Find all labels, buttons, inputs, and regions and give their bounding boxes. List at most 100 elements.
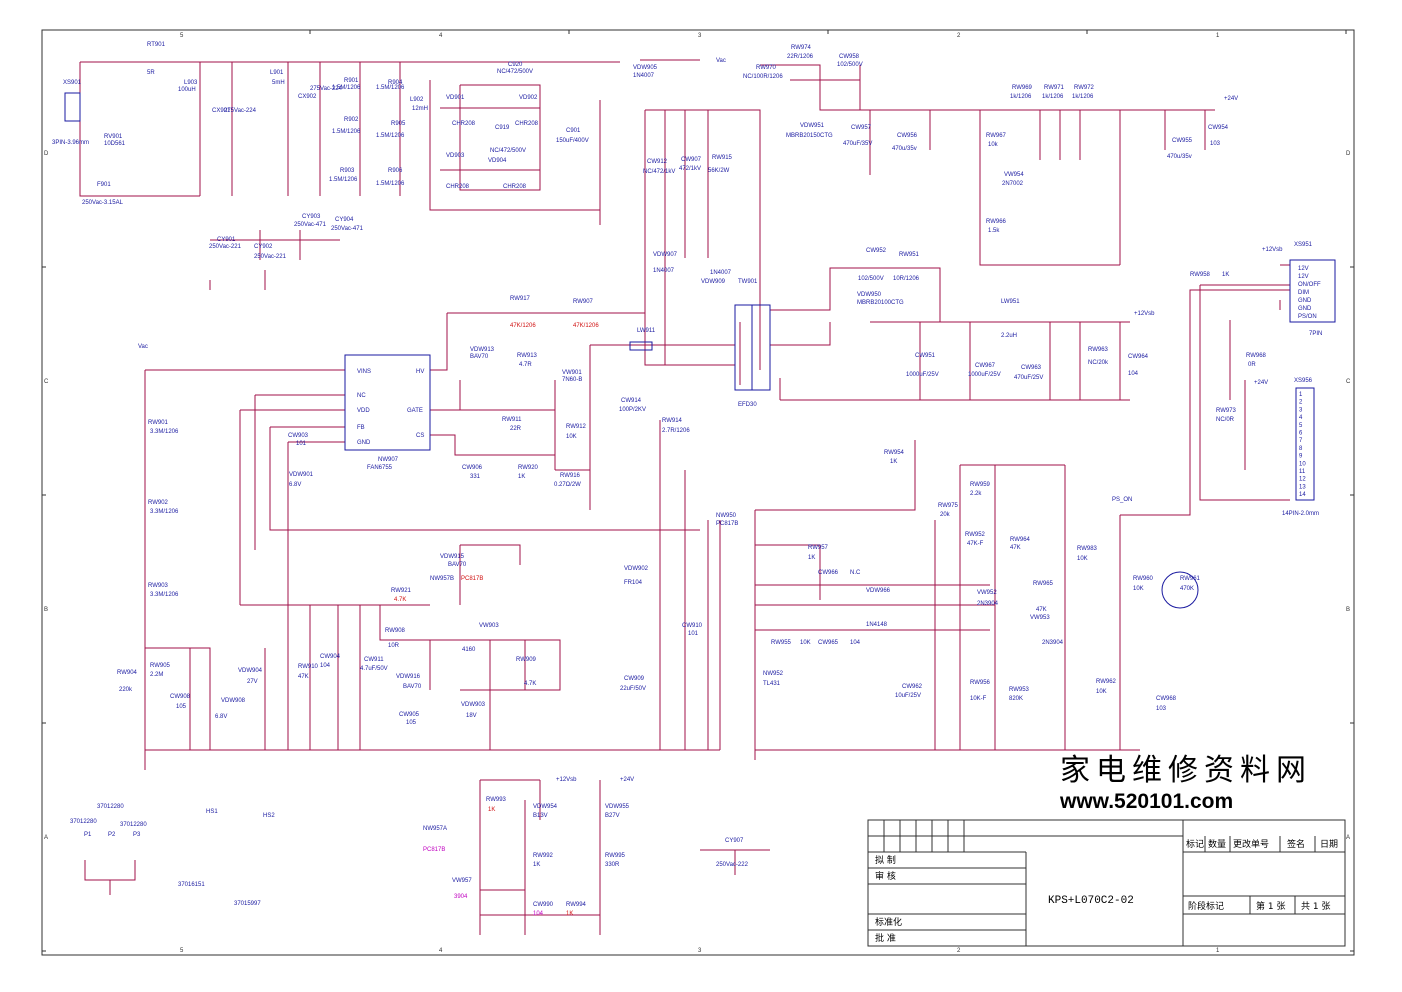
grid-col-bottom: 4 bbox=[439, 948, 443, 954]
label-vdw904v: 27V bbox=[247, 679, 258, 685]
grid-row-left: C bbox=[44, 379, 49, 385]
label-p2: P2 bbox=[108, 832, 116, 838]
label-rw970: RW970 bbox=[756, 65, 777, 71]
label-rw920v: 1K bbox=[518, 474, 525, 480]
label-xs956: XS956 bbox=[1294, 378, 1313, 384]
grid-col-top: 3 bbox=[698, 33, 702, 39]
label-rw958: RW958 bbox=[1190, 272, 1211, 278]
label-vdw901v: 6.8V bbox=[289, 482, 301, 488]
label-r902: R902 bbox=[344, 117, 359, 123]
label-cy903: CY903 bbox=[302, 214, 321, 220]
label-nw950: NW950 bbox=[716, 513, 737, 519]
grid-col-top: 4 bbox=[439, 33, 443, 39]
label-cw963v: 470uF/25V bbox=[1014, 375, 1043, 381]
label-rv901: RV901 bbox=[104, 134, 123, 140]
highlight-rw961 bbox=[1161, 571, 1199, 609]
nw907-pins: VINS NC VDD FB GND HV GATE CS bbox=[357, 369, 424, 446]
grid-col-bottom: 5 bbox=[180, 948, 184, 954]
label-vdw916: VDW916 bbox=[396, 674, 421, 680]
label-cw952v: 102/500V bbox=[858, 276, 884, 282]
label-cy904v: 250Vac-471 bbox=[331, 226, 364, 232]
label-hs1: HS1 bbox=[206, 809, 218, 815]
label-cw911v: 4.7uF/50V bbox=[360, 666, 388, 672]
grid-row-left: D bbox=[44, 151, 49, 157]
label-rw974v: 22R/1206 bbox=[787, 54, 814, 60]
label-hs1v: 37016151 bbox=[178, 882, 205, 888]
label-l901v: 5mH bbox=[272, 80, 285, 86]
label-rw912: RW912 bbox=[566, 424, 587, 430]
label-rw995: RW995 bbox=[605, 853, 626, 859]
xs951-pin-7: PS/ON bbox=[1298, 314, 1317, 320]
xs956-pin-3: 3 bbox=[1299, 407, 1303, 413]
label-cw912: CW912 bbox=[647, 159, 668, 165]
label-cw906: CW906 bbox=[462, 465, 483, 471]
label-rw965: RW965 bbox=[1033, 581, 1054, 587]
watermark-cn: 家电维修资料网 bbox=[1060, 753, 1312, 788]
label-rw973: RW973 bbox=[1216, 408, 1237, 414]
label-cw951v: 1000uF/25V bbox=[906, 372, 939, 378]
label-vdw905: VDW905 bbox=[633, 65, 658, 71]
label-rw966: RW966 bbox=[986, 219, 1007, 225]
label-rw963: RW963 bbox=[1088, 347, 1109, 353]
label-rw901v: 3.3M/1206 bbox=[150, 429, 179, 435]
label-cy903v: 250Vac-471 bbox=[294, 222, 327, 228]
label-xs951d: 7PIN bbox=[1309, 331, 1322, 337]
label-p0b: 37012280 bbox=[70, 819, 97, 825]
label-v12b: +12Vsb bbox=[1262, 247, 1283, 253]
label-vdw913: VDW913 bbox=[470, 347, 495, 353]
label-cy907v: 250Vac-222 bbox=[716, 862, 749, 868]
label-rv901v: 10D561 bbox=[104, 141, 126, 147]
label-rw915: RW915 bbox=[712, 155, 733, 161]
label-xs901: XS901 bbox=[63, 80, 82, 86]
label-vd901v: CHR208 bbox=[452, 121, 476, 127]
label-vdw955: VDW955 bbox=[605, 804, 630, 810]
tb-doc-number: KPS+L070C2-02 bbox=[1048, 895, 1134, 907]
label-cw962v: 10uF/25V bbox=[895, 693, 921, 699]
label-xs956d: 14PIN-2.0mm bbox=[1282, 511, 1319, 517]
label-cw908: CW908 bbox=[170, 694, 191, 700]
label-cw951: CW951 bbox=[915, 353, 936, 359]
label-cw957v: 470uF/35V bbox=[843, 141, 872, 147]
pin-vins: VINS bbox=[357, 369, 371, 375]
label-r903: R903 bbox=[340, 168, 355, 174]
label-cw963: CW963 bbox=[1021, 365, 1042, 371]
label-l903: L903 bbox=[184, 80, 198, 86]
label-l902v: 12mH bbox=[412, 106, 428, 112]
label-nw907v: FAN6755 bbox=[367, 465, 393, 471]
label-rw914v: 2.7R/1206 bbox=[662, 428, 690, 434]
label-vw903: VW903 bbox=[479, 623, 499, 629]
label-vd902: VD902 bbox=[519, 95, 538, 101]
label-rw916v: 0.27Ω/2W bbox=[554, 482, 581, 488]
label-cw908v: 105 bbox=[176, 704, 187, 710]
grid-row-right: B bbox=[1346, 607, 1350, 613]
grid-row-left: A bbox=[44, 835, 48, 841]
label-rw907v: 47K/1206 bbox=[573, 323, 599, 329]
label-vdw951v: MBRB20150CTG bbox=[786, 133, 833, 139]
label-cw968: CW968 bbox=[1156, 696, 1177, 702]
label-rw966v: 1.5k bbox=[988, 228, 1000, 234]
label-l901: L901 bbox=[270, 70, 284, 76]
label-vw954: VW954 bbox=[1004, 172, 1024, 178]
xs956-pin-2: 2 bbox=[1299, 400, 1303, 406]
label-cy901: CY901 bbox=[217, 237, 236, 243]
label-vd904: VD904 bbox=[488, 158, 507, 164]
label-vdw903: VDW903 bbox=[461, 702, 486, 708]
label-vdw954: VDW954 bbox=[533, 804, 558, 810]
label-cw954v: 103 bbox=[1210, 141, 1221, 147]
label-rw910: RW910 bbox=[298, 664, 319, 670]
label-rw964v: 47K bbox=[1010, 545, 1021, 551]
label-nw957b: NW957B bbox=[430, 576, 454, 582]
label-rw975: RW975 bbox=[938, 503, 959, 509]
label-cy902v: 250Vac-221 bbox=[254, 254, 287, 260]
label-rw971v: 1k/1206 bbox=[1042, 94, 1064, 100]
label-rw952: RW952 bbox=[965, 532, 986, 538]
label-p0: 37012280 bbox=[97, 804, 124, 810]
label-cw967v: 1000uF/25V bbox=[968, 372, 1001, 378]
label-rw913: RW913 bbox=[517, 353, 538, 359]
label-rw963v: NC/20k bbox=[1088, 360, 1109, 366]
label-rw956: RW956 bbox=[970, 680, 991, 686]
label-vdw915: VDW915 bbox=[440, 554, 465, 560]
label-rw993: RW993 bbox=[486, 797, 507, 803]
label-rw954v: 1K bbox=[890, 459, 897, 465]
label-vac1: Vac bbox=[716, 58, 726, 64]
